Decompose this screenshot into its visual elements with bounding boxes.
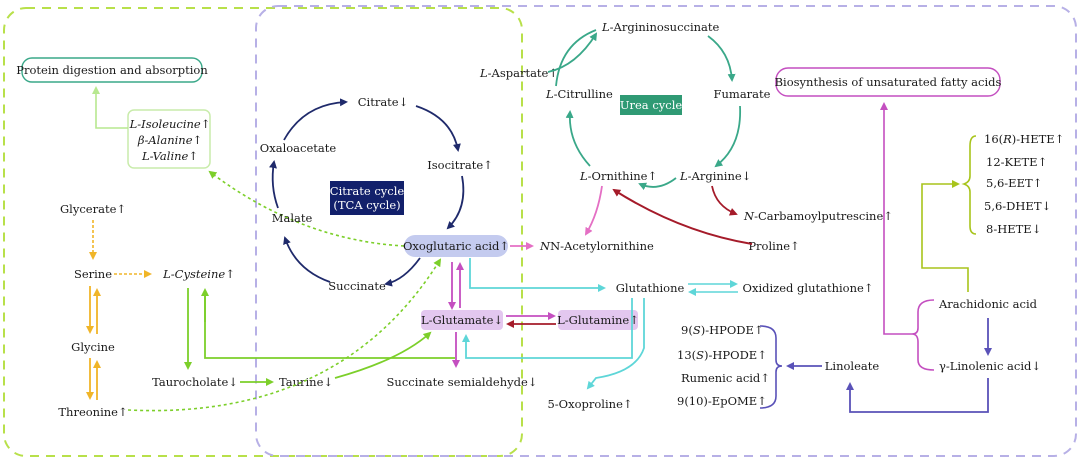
hpode13-label: 13(S)-HPODE↑ [677, 348, 767, 362]
serine-label: Serine [74, 267, 112, 281]
taurine-label: Taurine↓ [279, 375, 333, 389]
cysteine-glutamate-link [204, 292, 455, 359]
n-acetylornithine-label: NN-Acetylornithine [539, 239, 654, 253]
oxaloacetate-label: Oxaloacetate [260, 141, 337, 155]
aspartate-label: L-Aspartate↑ [479, 66, 558, 80]
glycerate-label: Glycerate↑ [60, 202, 126, 216]
glutamate-box [421, 310, 503, 330]
oxidized-glutathione-label: Oxidized glutathione↑ [743, 281, 874, 295]
epome-label: 9(10)-EpOME↑ [677, 394, 767, 408]
hete8-label: 8-HETE↓ [986, 222, 1041, 236]
fatty-acids-bracket [911, 299, 935, 371]
urea-arginine-ornithine [638, 177, 677, 191]
succinate-semialdehyde-label: Succinate semialdehyde↓ [387, 375, 538, 389]
malate-label: Malate [272, 211, 313, 225]
alanine-label: β-Alanine↑ [137, 133, 202, 147]
glutathione-glutamate-return [462, 298, 633, 359]
oxoglutaric-aminogroup-dotted [208, 170, 405, 247]
taurine-glutamate-arrow [334, 331, 432, 379]
amino-to-protein-arrow [92, 86, 128, 129]
ornithine-nacetyl-arrow [584, 185, 603, 236]
urea-fumarate-arginine [714, 105, 741, 168]
citrulline-label: L-Citrulline [545, 87, 613, 101]
urea-aspartate-argsucc [547, 32, 598, 73]
urea-ornithine-citrulline [565, 110, 591, 167]
protein-digestion-box [21, 57, 203, 83]
dhet56-label: 5,6-DHET↓ [984, 199, 1051, 213]
gamma-linoleate-loop [846, 378, 989, 413]
isocitrate-label: Isocitrate↑ [427, 158, 493, 172]
valine-label: L-Valine↑ [141, 149, 198, 163]
glycine-label: Glycine [71, 340, 115, 354]
tca-malate-oxaloacetate [269, 160, 279, 209]
urea-citrulline-argsucc [555, 29, 597, 87]
hete16-label: 16(R)-HETE↑ [984, 132, 1064, 146]
ornithine-label: L-Ornithine↑ [579, 169, 657, 183]
oxoglutaric-glutathione-arrow [469, 258, 606, 292]
fumarate-label: Fumarate [714, 87, 771, 101]
citrate-label: Citrate↓ [358, 95, 409, 109]
proline-label: Proline↑ [748, 239, 799, 253]
unsaturated-fatty-acids-box [775, 67, 1001, 97]
arachidonic-eicosanoid-arrow [921, 180, 969, 292]
carbamoylputrescine-label: N-Carbamoylputrescine↑ [743, 209, 893, 223]
tca-cycle-box [330, 181, 404, 215]
threonine-oxoglutaric-dotted [127, 258, 442, 412]
glutathione-label: Glutathione [616, 281, 685, 295]
tca-cycle-label-2: (TCA cycle) [333, 198, 400, 212]
unsaturated-fatty-acids-label: Biosynthesis of unsaturated fatty acids [775, 75, 1002, 89]
region-left-dashed [3, 7, 523, 457]
fatty-to-unsat-arrow [880, 102, 912, 335]
tca-oxaloacetate-citrate [283, 98, 348, 141]
proline-ornithine-arrow [612, 188, 753, 245]
rumenic-label: Rumenic acid↑ [681, 371, 770, 385]
oxoproline-label: 5-Oxoproline↑ [547, 397, 632, 411]
urea-argsucc-fumarate [707, 35, 736, 82]
oxoglutaric-acid-label: Oxoglutaric acid↑ [403, 239, 509, 253]
urea-cycle-box [620, 95, 682, 115]
urea-cycle-label: Urea cycle [620, 98, 683, 112]
kete12-label: 12-KETE↑ [986, 155, 1047, 169]
eicosanoid-bracket [961, 135, 977, 235]
glutathione-oxoproline-arrow [586, 298, 645, 390]
succinate-label: Succinate [328, 279, 386, 293]
glutamine-label: L-Glutamine↑ [557, 313, 639, 327]
protein-digestion-label: Protein digestion and absorption [16, 63, 208, 77]
hpode-bracket [759, 325, 783, 409]
hpode9-label: 9(S)-HPODE↑ [681, 323, 764, 337]
cysteine-label: L-Cysteine↑ [162, 267, 235, 281]
tca-succinate-malate [283, 236, 331, 283]
tca-isocitrate-oxoglutaric [446, 175, 465, 230]
threonine-label: Threonine↑ [58, 405, 127, 419]
gamma-linolenic-label: γ-Linolenic acid↓ [939, 359, 1041, 373]
tca-oxoglutaric-succinate [384, 257, 421, 287]
taurocholate-label: Taurocholate↓ [152, 375, 238, 389]
amino-acid-group-box [127, 109, 211, 169]
oxoglutaric-acid-box [404, 235, 508, 257]
isoleucine-label: L-Isoleucine↑ [129, 117, 211, 131]
argininosuccinate-label: L-Argininosuccinate [601, 20, 720, 34]
arginine-carbamoyl-arrow [711, 185, 738, 216]
glutamine-box [558, 310, 638, 330]
linoleate-label: Linoleate [825, 359, 880, 373]
glutamate-label: L-Glutamate↓ [421, 313, 503, 327]
arachidonic-acid-label: Arachidonic acid [938, 297, 1038, 311]
arginine-label: L-Arginine↓ [679, 169, 751, 183]
tca-citrate-isocitrate [415, 105, 461, 152]
eet56-label: 5,6-EET↑ [986, 176, 1042, 190]
tca-cycle-label-1: Citrate cycle [330, 184, 405, 198]
region-right-dashed [255, 5, 1077, 457]
